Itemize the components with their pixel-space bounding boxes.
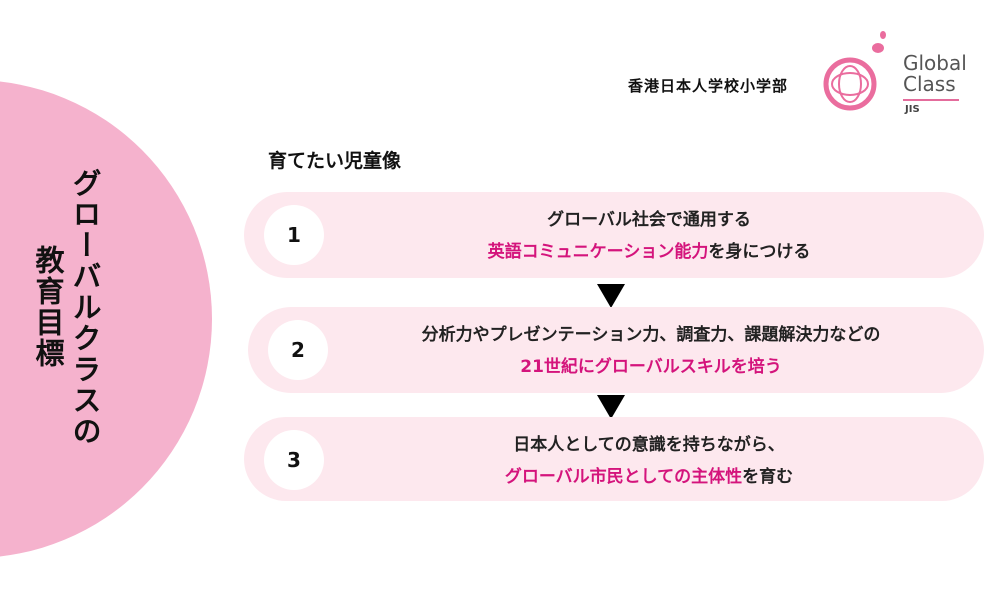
- item-line1: グローバル社会で通用する: [547, 210, 751, 230]
- logo-divider: [903, 99, 959, 101]
- down-arrow-icon: [597, 284, 625, 308]
- goal-item: 1 グローバル社会で通用する 英語コミュニケーション能力を身につける: [244, 192, 984, 278]
- school-name: 香港日本人学校小学部: [628, 77, 789, 95]
- logo-sub: JIS: [905, 104, 920, 115]
- page-title-line2: 教育目標: [31, 245, 65, 369]
- item-line1: 分析力やプレゼンテーション力、調査力、課題解決力などの: [421, 325, 881, 345]
- item-line2: 21世紀にグローバルスキルを培う: [520, 357, 782, 377]
- item-line2: 英語コミュニケーション能力を身につける: [487, 242, 811, 262]
- goal-item: 2 分析力やプレゼンテーション力、調査力、課題解決力などの 21世紀にグローバル…: [248, 307, 984, 393]
- section-heading: 育てたい児童像: [268, 150, 402, 172]
- item-line2: グローバル市民としての主体性を育む: [504, 467, 794, 487]
- item-number: 3: [264, 430, 324, 490]
- goal-item: 3 日本人としての意識を持ちながら、 グローバル市民としての主体性を育む: [244, 417, 984, 501]
- item-number: 2: [268, 320, 328, 380]
- page-title-line1: グローバルクラスの: [68, 168, 102, 447]
- item-number: 1: [264, 205, 324, 265]
- global-class-logo-icon: [823, 31, 886, 111]
- decorative-circle: [0, 81, 212, 557]
- item-line1: 日本人としての意識を持ちながら、: [513, 435, 785, 455]
- down-arrow-icon: [597, 395, 625, 419]
